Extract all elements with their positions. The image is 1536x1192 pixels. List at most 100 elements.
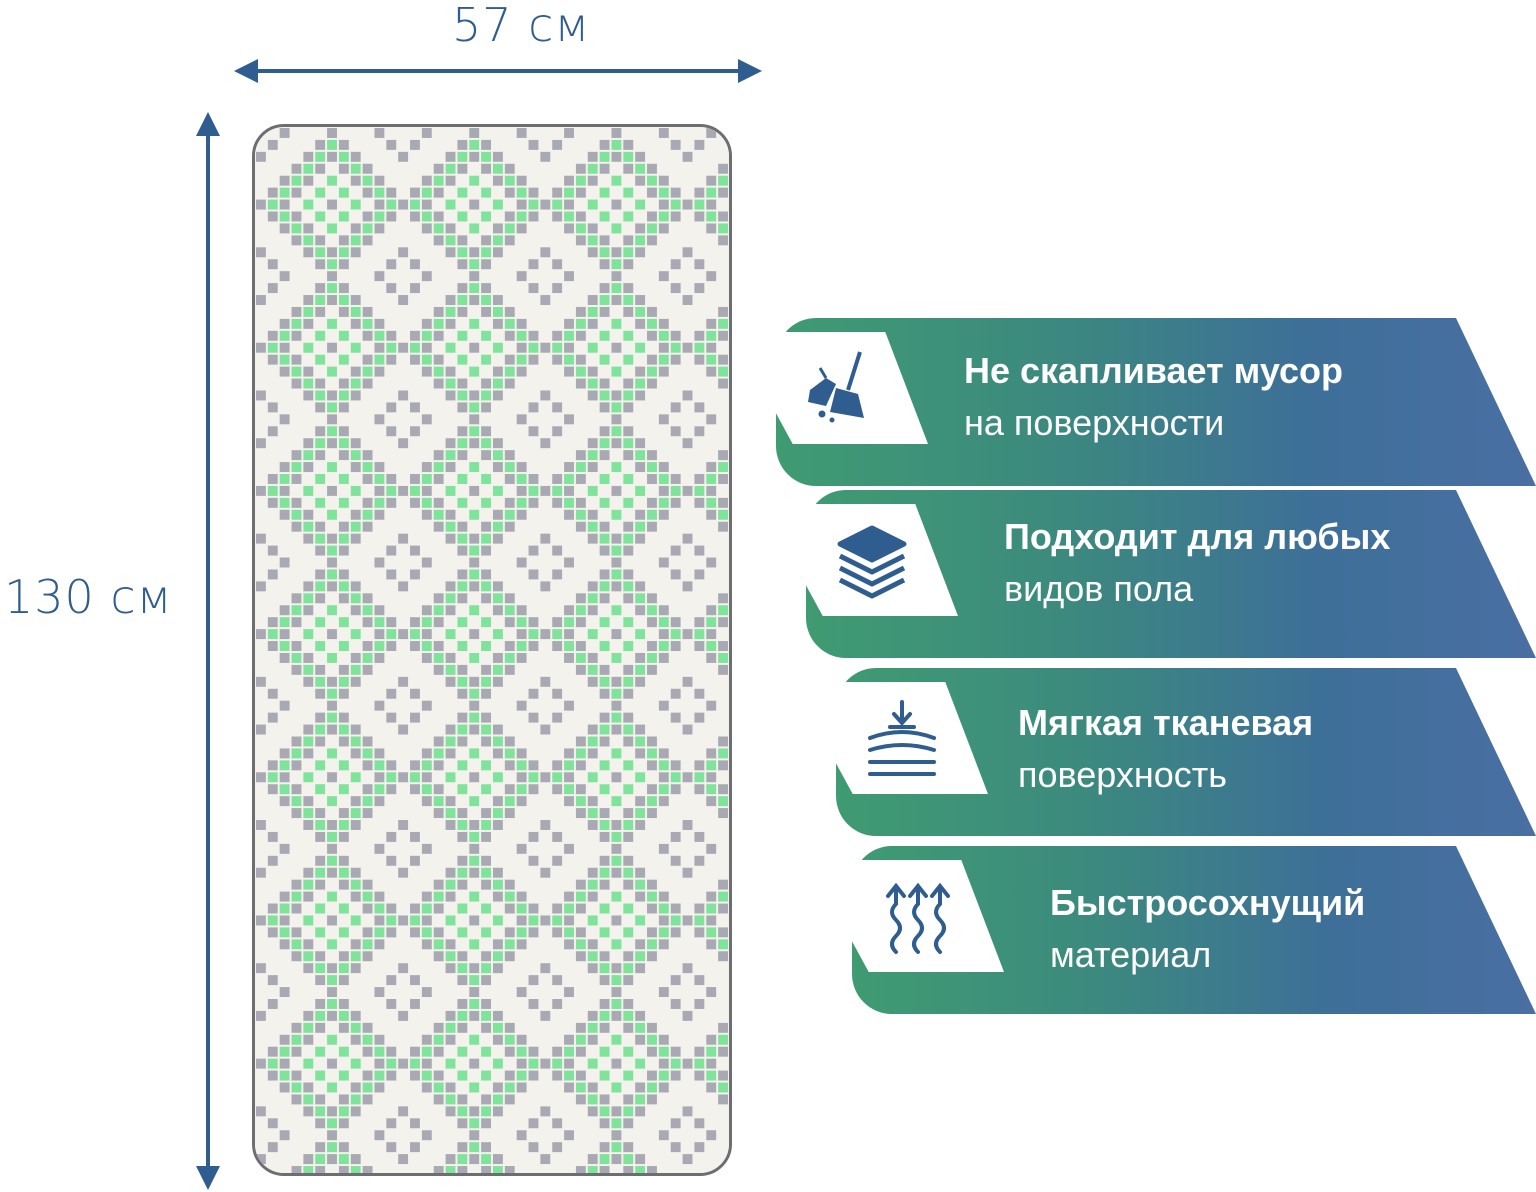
rug-pattern-cell — [481, 724, 492, 735]
rug-pattern-cell — [469, 855, 480, 866]
rug-pattern-cell — [327, 652, 337, 663]
rug-pattern-cell — [350, 521, 361, 532]
rug-pattern-cell — [587, 808, 598, 819]
broom-dustpan-icon — [808, 351, 864, 423]
feature-item-debris: Не скапливает мусор на поверхности — [750, 318, 1536, 486]
rug-pattern-cell — [516, 1034, 527, 1045]
rug-pattern-cell — [350, 879, 361, 890]
rug-pattern-cell — [362, 354, 373, 365]
rug-pattern-cell — [410, 772, 420, 783]
rug-pattern-cell — [350, 748, 361, 759]
rug-pattern-cell — [635, 605, 646, 616]
rug-pattern-cell — [516, 330, 527, 341]
rug-pattern-cell — [362, 1046, 373, 1057]
rug-pattern-cell — [647, 450, 657, 461]
rug-pattern-cell — [611, 402, 622, 413]
rug-pattern-cell — [315, 187, 326, 198]
rug-pattern-cell — [540, 629, 551, 640]
rug-pattern-cell — [623, 450, 634, 461]
rug-pattern-cell — [599, 569, 610, 580]
rug-pattern-cell — [481, 831, 492, 842]
rug-pattern-cell — [291, 497, 302, 508]
rug-pattern-cell — [516, 366, 527, 377]
rug-pattern-cell — [421, 318, 432, 329]
rug-pattern-cell — [315, 724, 326, 735]
rug-pattern-cell — [255, 963, 266, 974]
rug-pattern-cell — [635, 796, 646, 807]
rug-pattern-cell — [303, 652, 314, 663]
rug-pattern-cell — [255, 1010, 266, 1021]
rug-pattern-cell — [350, 915, 361, 926]
rug-pattern-cell — [647, 1046, 657, 1057]
rug-pattern-cell — [398, 676, 409, 687]
rug-pattern-cell — [492, 939, 503, 950]
rug-pattern-cell — [469, 724, 480, 735]
rug-pattern-cell — [386, 187, 397, 198]
rug-pattern-cell — [421, 760, 432, 771]
rug-pattern-cell — [564, 891, 574, 902]
rug-pattern-cell — [587, 879, 598, 890]
rug-pattern-cell — [433, 891, 444, 902]
rug-pattern-cell — [481, 855, 492, 866]
rug-pattern-cell — [279, 342, 290, 353]
rug-pattern-cell — [374, 271, 385, 282]
rug-pattern-cell — [445, 485, 456, 496]
rug-pattern-cell — [718, 664, 729, 675]
rug-pattern-cell — [611, 1034, 622, 1045]
rug-pattern-cell — [658, 760, 669, 771]
rug-pattern-cell — [552, 688, 563, 699]
rug-pattern-cell — [481, 712, 492, 723]
rug-pattern-cell — [718, 1082, 729, 1093]
rug-pattern-cell — [599, 235, 610, 246]
feature-title: Не скапливает мусор — [964, 350, 1343, 391]
rug-pattern-cell — [279, 1046, 290, 1057]
rug-pattern-cell — [682, 915, 693, 926]
rug-pattern-cell — [291, 211, 302, 222]
rug-pattern-cell — [623, 736, 634, 747]
rug-pattern-cell — [587, 605, 598, 616]
rug-pattern-cell — [291, 1094, 302, 1105]
rug-pattern-cell — [658, 127, 669, 138]
rug-pattern-cell — [350, 772, 361, 783]
rug-pattern-cell — [670, 569, 681, 580]
rug-pattern-cell — [469, 652, 480, 663]
rug-pattern-cell — [481, 426, 492, 437]
rug-pattern-cell — [267, 259, 278, 270]
rug-pattern-cell — [362, 808, 373, 819]
rug-pattern-cell — [611, 831, 622, 842]
rug-pattern-cell — [540, 485, 551, 496]
rug-pattern-cell — [504, 450, 515, 461]
rug-pattern-cell — [587, 772, 598, 783]
rug-pattern-cell — [635, 581, 646, 592]
rug-pattern-cell — [410, 760, 420, 771]
rug-pattern-cell — [327, 390, 337, 401]
rug-pattern-cell — [694, 259, 705, 270]
rug-pattern-cell — [492, 581, 503, 592]
rug-pattern-cell — [706, 1082, 717, 1093]
rug-pattern-cell — [338, 736, 349, 747]
rug-pattern-cell — [315, 998, 326, 1009]
rug-pattern-cell — [599, 903, 610, 914]
rug-pattern-cell — [315, 760, 326, 771]
rug-pattern-cell — [492, 1094, 503, 1105]
rug-pattern-cell — [682, 151, 693, 162]
rug-pattern-cell — [481, 593, 492, 604]
rug-pattern-cell — [433, 450, 444, 461]
rug-pattern-cell — [291, 1022, 302, 1033]
rug-pattern-cell — [410, 1058, 420, 1069]
rug-pattern-cell — [481, 497, 492, 508]
rug-pattern-cell — [362, 474, 373, 484]
rug-pattern-cell — [670, 330, 681, 341]
rug-pattern-cell — [327, 772, 337, 783]
rug-pattern-cell — [362, 235, 373, 246]
rug-pattern-cell — [492, 450, 503, 461]
rug-pattern-cell — [362, 211, 373, 222]
rug-pattern-cell — [611, 485, 622, 496]
rug-pattern-cell — [492, 772, 503, 783]
rug-pattern-cell — [445, 724, 456, 735]
rug-pattern-cell — [303, 163, 314, 174]
rug-pattern-cell — [718, 903, 729, 914]
feature-subtitle: видов пола — [1004, 568, 1194, 609]
rug-pattern-cell — [552, 354, 563, 365]
rug-pattern-cell — [552, 903, 563, 914]
